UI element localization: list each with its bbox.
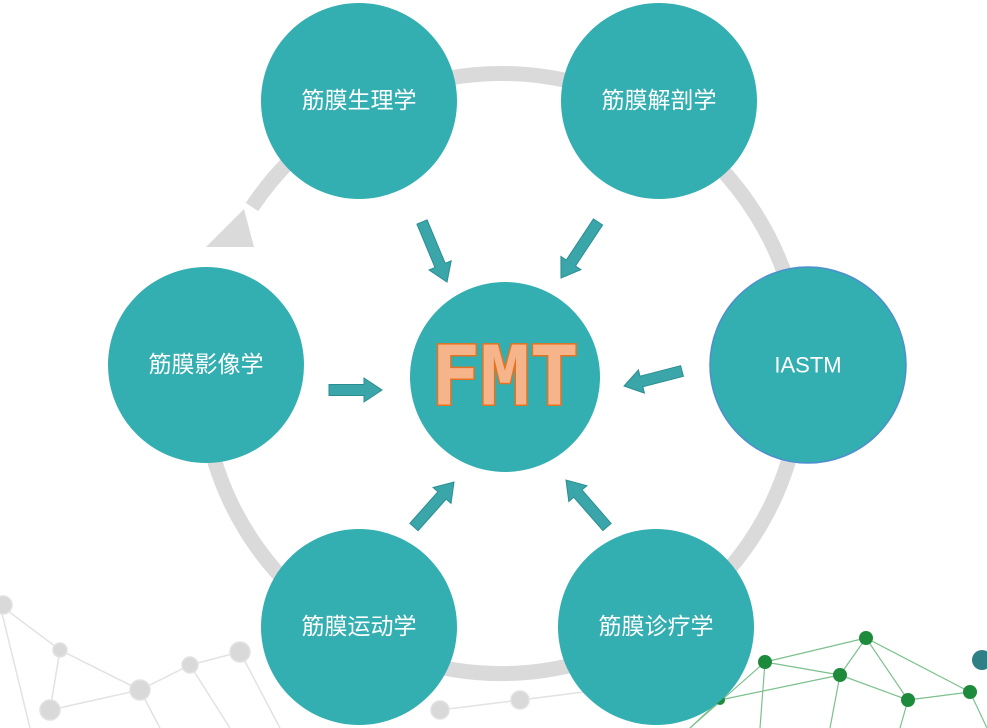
arrow-diagnosis-to-center-icon	[565, 479, 612, 532]
node-diagnosis: 筋膜诊疗学	[558, 529, 754, 725]
node-label-physiology: 筋膜生理学	[302, 88, 417, 114]
center-label: FMT	[431, 330, 579, 425]
node-circle-imaging	[108, 267, 304, 463]
arrow-physiology-to-center-icon	[416, 219, 452, 283]
arrow-kinesiology-to-center-icon	[409, 481, 455, 532]
node-label-iastm: IASTM	[774, 353, 841, 378]
arrows-group	[328, 218, 685, 532]
node-iastm: IASTM	[709, 266, 907, 464]
node-label-anatomy: 筋膜解剖学	[602, 88, 717, 114]
node-circle-iastm	[709, 266, 907, 464]
gray-network-decoration	[0, 595, 601, 728]
green-network-decoration	[689, 631, 987, 728]
node-physiology: 筋膜生理学	[261, 3, 457, 199]
center-node: FMT	[410, 282, 600, 472]
node-kinesiology: 筋膜运动学	[261, 529, 457, 725]
node-circle-diagnosis	[558, 529, 754, 725]
node-circle-anatomy	[561, 3, 757, 199]
node-circle-physiology	[261, 3, 457, 199]
node-imaging: 筋膜影像学	[108, 267, 304, 463]
cycle-ring	[194, 66, 810, 681]
node-circle-kinesiology	[261, 529, 457, 725]
arrow-anatomy-to-center-icon	[560, 218, 604, 279]
node-label-kinesiology: 筋膜运动学	[302, 614, 417, 640]
nodes-group: 筋膜生理学 筋膜解剖学 IASTM 筋膜诊疗学 筋膜运动学 筋膜影像学	[108, 3, 907, 725]
node-label-imaging: 筋膜影像学	[149, 352, 264, 378]
ring-arrowhead-icon	[206, 209, 254, 247]
arrow-iastm-to-center-icon	[623, 365, 685, 394]
node-anatomy: 筋膜解剖学	[561, 3, 757, 199]
node-label-diagnosis: 筋膜诊疗学	[599, 614, 714, 640]
arrow-imaging-to-center-icon	[328, 377, 383, 403]
